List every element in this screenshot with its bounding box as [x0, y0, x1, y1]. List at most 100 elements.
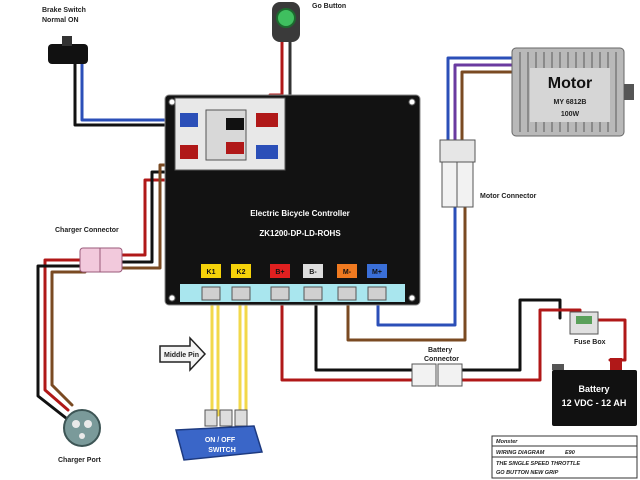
charger-port-label: Charger Port [58, 457, 101, 464]
wire-port-black [36, 264, 82, 420]
brake-switch-label-2: Normal ON [42, 17, 79, 24]
mount-hole [408, 294, 416, 302]
connector-slot-2 [180, 145, 198, 159]
charger-connector-label: Charger Connector [55, 227, 119, 234]
battery: Battery 12 VDC - 12 AH [552, 358, 637, 426]
terminal-label: B- [309, 269, 317, 276]
legend-header: Monster [496, 439, 518, 445]
wire-motor-purple [453, 63, 517, 142]
charger-port-body [63, 409, 101, 447]
charger-connector-body [79, 247, 123, 273]
brake-switch-body [48, 44, 88, 64]
battery-connector-right [437, 363, 463, 387]
fuse-box-fuse [576, 316, 592, 324]
controller: Electric Bicycle Controller ZK1200-DP-LD… [164, 94, 421, 306]
middle-pin-callout: Middle Pin [159, 336, 207, 372]
wire-brake-blue [80, 58, 192, 122]
brake-switch: Brake Switch Normal ON [42, 7, 88, 64]
motor-title: Motor [548, 75, 592, 92]
motor-connector: Motor Connector [439, 139, 537, 208]
battery-spec: 12 VDC - 12 AH [562, 398, 627, 408]
on-off-tab [219, 409, 233, 427]
terminal-k1-tag [201, 264, 221, 278]
charger-port-pin [72, 420, 80, 428]
terminal-screw-block [337, 286, 357, 301]
legend-row3: GO BUTTON NEW GRIP [496, 470, 559, 476]
charger-port-pin [84, 420, 92, 428]
motor-connector-body-top [439, 139, 476, 163]
terminal-label: B+ [275, 269, 284, 276]
on-off-tab [204, 409, 218, 427]
battery-connector-left [411, 363, 437, 387]
wire-mplus [376, 203, 457, 327]
charger-connector: Charger Connector [55, 227, 123, 273]
terminal-bminus-tag [303, 264, 323, 278]
wire-mminus [346, 203, 467, 342]
wire-brake-black [73, 58, 192, 127]
on-off-body [175, 425, 263, 461]
wire-batt-black [458, 298, 562, 372]
go-button-label: Go Button [312, 3, 346, 10]
go-button-cap [276, 8, 296, 28]
terminal-screw-block [201, 286, 221, 301]
terminal-k2-tag [231, 264, 251, 278]
terminal-mminus-tag [337, 264, 357, 278]
terminal-screw-block [367, 286, 387, 301]
battery-terminal-pos [610, 358, 622, 370]
fuse-box-label: Fuse Box [574, 339, 606, 346]
battery-connector-label-2: Connector [424, 356, 459, 363]
terminal-bplus-tag [270, 264, 290, 278]
battery-body [552, 370, 637, 426]
wire-motor-blue [446, 56, 517, 142]
motor-shaft [624, 84, 634, 100]
motor: Motor MY 6812B 100W [511, 47, 634, 137]
terminal-screw-block [231, 286, 251, 301]
connector-slot-1 [180, 113, 198, 127]
battery-title: Battery [578, 384, 609, 394]
on-off-label-1: ON / OFF [205, 437, 236, 444]
go-button: Go Button [272, 2, 346, 42]
wire-bminus [314, 298, 417, 372]
legend-row2: THE SINGLE SPEED THROTTLE [496, 461, 580, 467]
battery-connector-label-1: Battery [428, 347, 452, 354]
charger-port: Charger Port [58, 409, 101, 464]
wire-port-red [43, 258, 82, 412]
mount-hole [408, 98, 416, 106]
connector-slot-7 [256, 145, 278, 159]
terminal-screw-block [270, 286, 290, 301]
on-off-label-2: SWITCH [208, 447, 236, 454]
wires [36, 40, 627, 420]
brake-switch-plunger [62, 36, 72, 46]
middle-pin-label: Middle Pin [164, 352, 199, 359]
connector-slot-6 [256, 113, 278, 127]
wire-motor-brown [460, 70, 517, 142]
legend: Monster WIRING DIAGRAM E90 THE SINGLE SP… [491, 435, 638, 479]
motor-label-plate [530, 68, 610, 122]
terminal-label: K1 [207, 269, 216, 276]
mount-hole [168, 98, 176, 106]
connector-slot-5 [226, 142, 244, 154]
battery-terminal-neg [552, 364, 564, 370]
wire-port-brown [50, 270, 87, 407]
fuse-box: Fuse Box [569, 311, 606, 346]
motor-power: 100W [561, 111, 580, 118]
motor-connector-label: Motor Connector [480, 193, 537, 200]
battery-connector: Battery Connector [411, 347, 463, 387]
motor-model: MY 6812B [554, 99, 587, 106]
controller-title: Electric Bicycle Controller [250, 209, 350, 218]
controller-model: ZK1200-DP-LD-ROHS [259, 229, 341, 238]
mount-hole [168, 294, 176, 302]
on-off-switch: ON / OFF SWITCH [175, 409, 263, 461]
terminal-label: K2 [237, 269, 246, 276]
legend-row1-label: WIRING DIAGRAM [496, 450, 545, 456]
wire-bplus [280, 298, 417, 382]
terminal-label: M+ [372, 269, 382, 276]
charger-port-pin [79, 433, 85, 439]
on-off-tab [234, 409, 248, 427]
legend-row1-value: E90 [565, 450, 575, 456]
connector-slot-4 [226, 118, 244, 130]
terminal-screw-block [303, 286, 323, 301]
brake-switch-label-1: Brake Switch [42, 7, 86, 14]
